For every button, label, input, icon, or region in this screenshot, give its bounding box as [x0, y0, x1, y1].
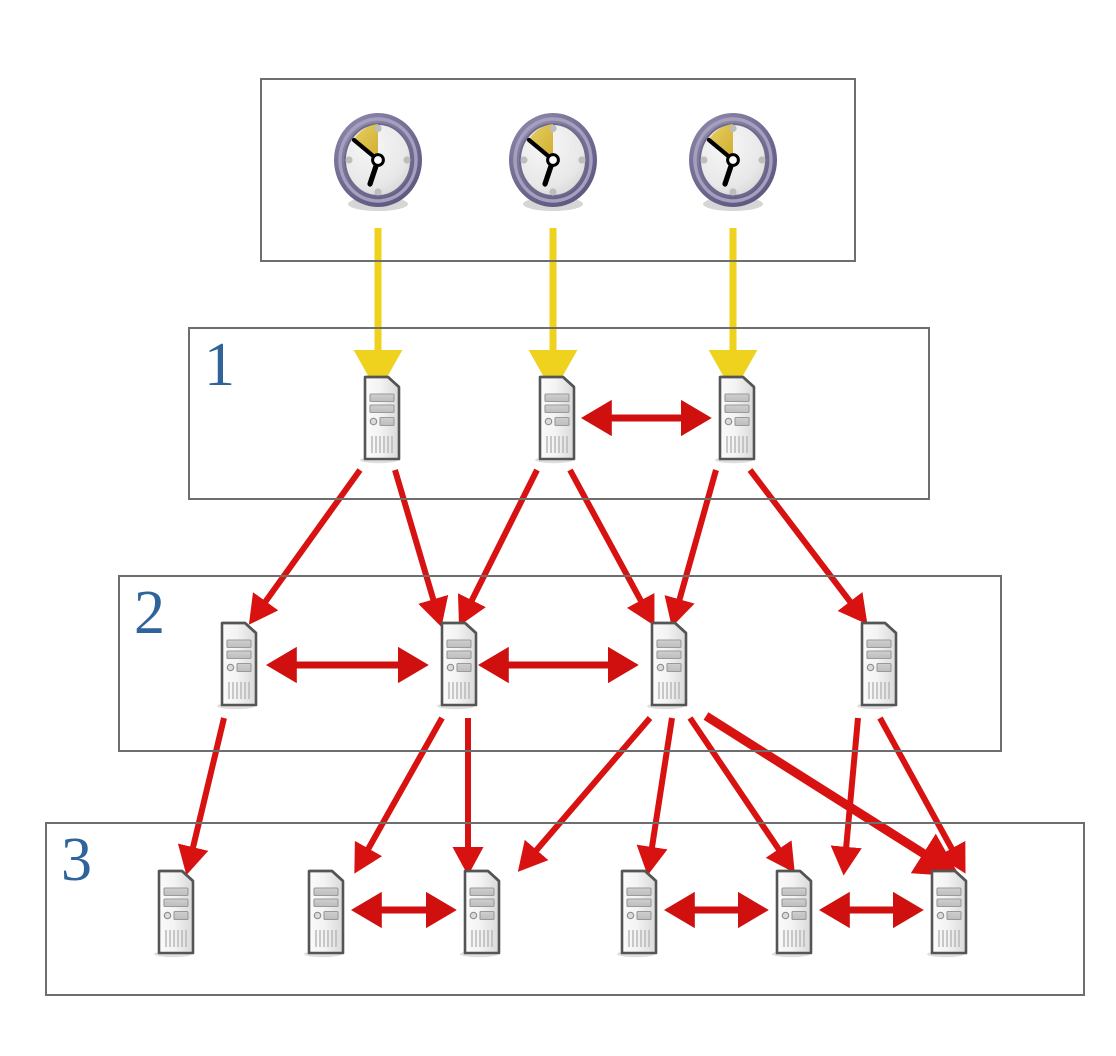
clock-icon [505, 112, 601, 216]
group-box-stratum-3 [45, 822, 1085, 996]
server-icon[interactable] [611, 868, 659, 958]
server-icon[interactable] [766, 868, 814, 958]
downlink-arrow [664, 469, 719, 628]
downlink-arrow [687, 716, 795, 873]
downlink-arrow [747, 468, 868, 625]
server-icon[interactable] [709, 374, 757, 464]
downlink-arrow [354, 716, 445, 874]
downlink-arrow [457, 468, 540, 626]
server-icon[interactable] [211, 620, 259, 710]
downlink-arrow-group [177, 468, 966, 877]
server-icon[interactable] [148, 868, 196, 958]
downlink-arrow [248, 468, 363, 625]
downlink-arrow [877, 716, 966, 874]
downlink-arrow [703, 712, 960, 877]
downlink-arrow [567, 468, 655, 626]
clock-icon [330, 112, 426, 216]
group-label-stratum-3: 3 [61, 826, 92, 894]
server-icon[interactable] [529, 374, 577, 464]
group-box-reference-clocks [260, 78, 856, 262]
group-label-stratum-2: 2 [134, 579, 165, 647]
downlink-arrow [392, 469, 449, 627]
downlink-arrow [830, 717, 862, 876]
downlink-arrow [177, 717, 227, 876]
server-icon[interactable] [851, 620, 899, 710]
group-label-stratum-1: 1 [204, 331, 235, 399]
group-box-stratum-1 [188, 327, 930, 500]
server-icon[interactable] [431, 620, 479, 710]
server-icon[interactable] [454, 868, 502, 958]
server-icon[interactable] [354, 374, 402, 464]
group-box-stratum-2 [118, 575, 1002, 752]
server-icon[interactable] [921, 868, 969, 958]
peer-arrow-group [266, 399, 924, 929]
clock-icon [685, 112, 781, 216]
downlink-arrow [636, 717, 675, 876]
server-icon[interactable] [641, 620, 689, 710]
server-icon[interactable] [298, 868, 346, 958]
sync-arrow-group [353, 228, 758, 394]
downlink-arrow [517, 716, 653, 872]
